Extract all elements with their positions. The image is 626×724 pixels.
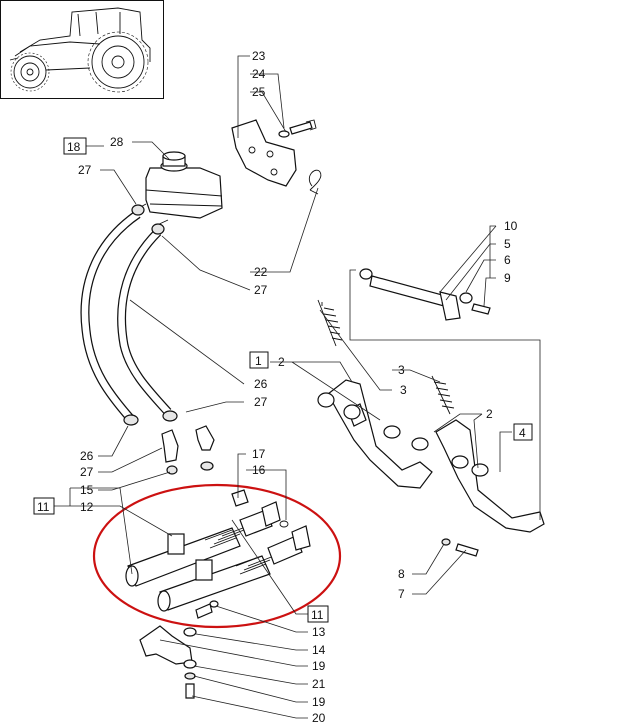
callout-27-hose-bottom: 27 [254,395,268,409]
adjuster-bolt [441,538,479,557]
callout-25: 25 [252,85,266,99]
leader-lines [54,55,541,719]
callout-3-left: 3 [400,383,407,397]
callout-23: 23 [252,49,266,63]
callout-2-right: 2 [486,407,493,421]
callout-26-top: 26 [254,377,268,391]
callout-box-11-left [33,497,55,515]
callout-20: 20 [312,711,326,724]
callout-box-4 [513,423,533,441]
mounting-bracket [231,119,317,187]
callout-22: 22 [254,265,268,279]
highlight-ellipse [92,483,342,629]
callout-15: 15 [80,483,94,497]
callout-28: 28 [110,135,124,149]
return-springs [317,299,455,415]
callout-13: 13 [312,625,326,639]
callout-27-elbow: 27 [80,465,94,479]
callout-6: 6 [504,253,511,267]
callout-19-top: 19 [312,659,326,673]
hose-clip [308,169,322,195]
fluid-reservoir [134,151,223,227]
callout-9: 9 [504,271,511,285]
callout-box-11-right [307,605,329,623]
callout-12: 12 [80,500,94,514]
pedals [317,379,545,533]
callout-14: 14 [312,643,326,657]
callout-labels: 23 24 25 18 28 27 10 5 6 9 22 27 1 2 3 3… [33,49,533,724]
callout-box-18 [63,137,87,155]
callout-2-left: 2 [278,355,285,369]
callout-26-bottom: 26 [80,449,94,463]
callout-16: 16 [252,463,266,477]
callout-4: 4 [519,426,526,440]
callout-19-bottom: 19 [312,695,326,709]
callout-21: 21 [312,677,326,691]
callout-27-reservoir: 27 [78,163,92,177]
callout-box-1 [249,351,269,369]
callout-18: 18 [67,140,81,154]
callout-7: 7 [398,587,405,601]
callout-5: 5 [504,237,511,251]
hoses [80,204,178,426]
callout-27-hose-top: 27 [254,283,268,297]
callout-11-left: 11 [37,500,50,514]
pedal-shaft [359,268,491,321]
callout-11-right: 11 [311,608,324,622]
callout-8: 8 [398,567,405,581]
cylinder-bracket [139,600,219,699]
tractor-thumbnail [0,0,164,99]
callout-24: 24 [252,67,266,81]
callout-1: 1 [255,354,262,368]
callout-17: 17 [252,447,266,461]
elbow-fittings [161,425,215,475]
callout-3-right: 3 [398,363,405,377]
master-cylinders [125,489,311,612]
callout-10: 10 [504,219,518,233]
